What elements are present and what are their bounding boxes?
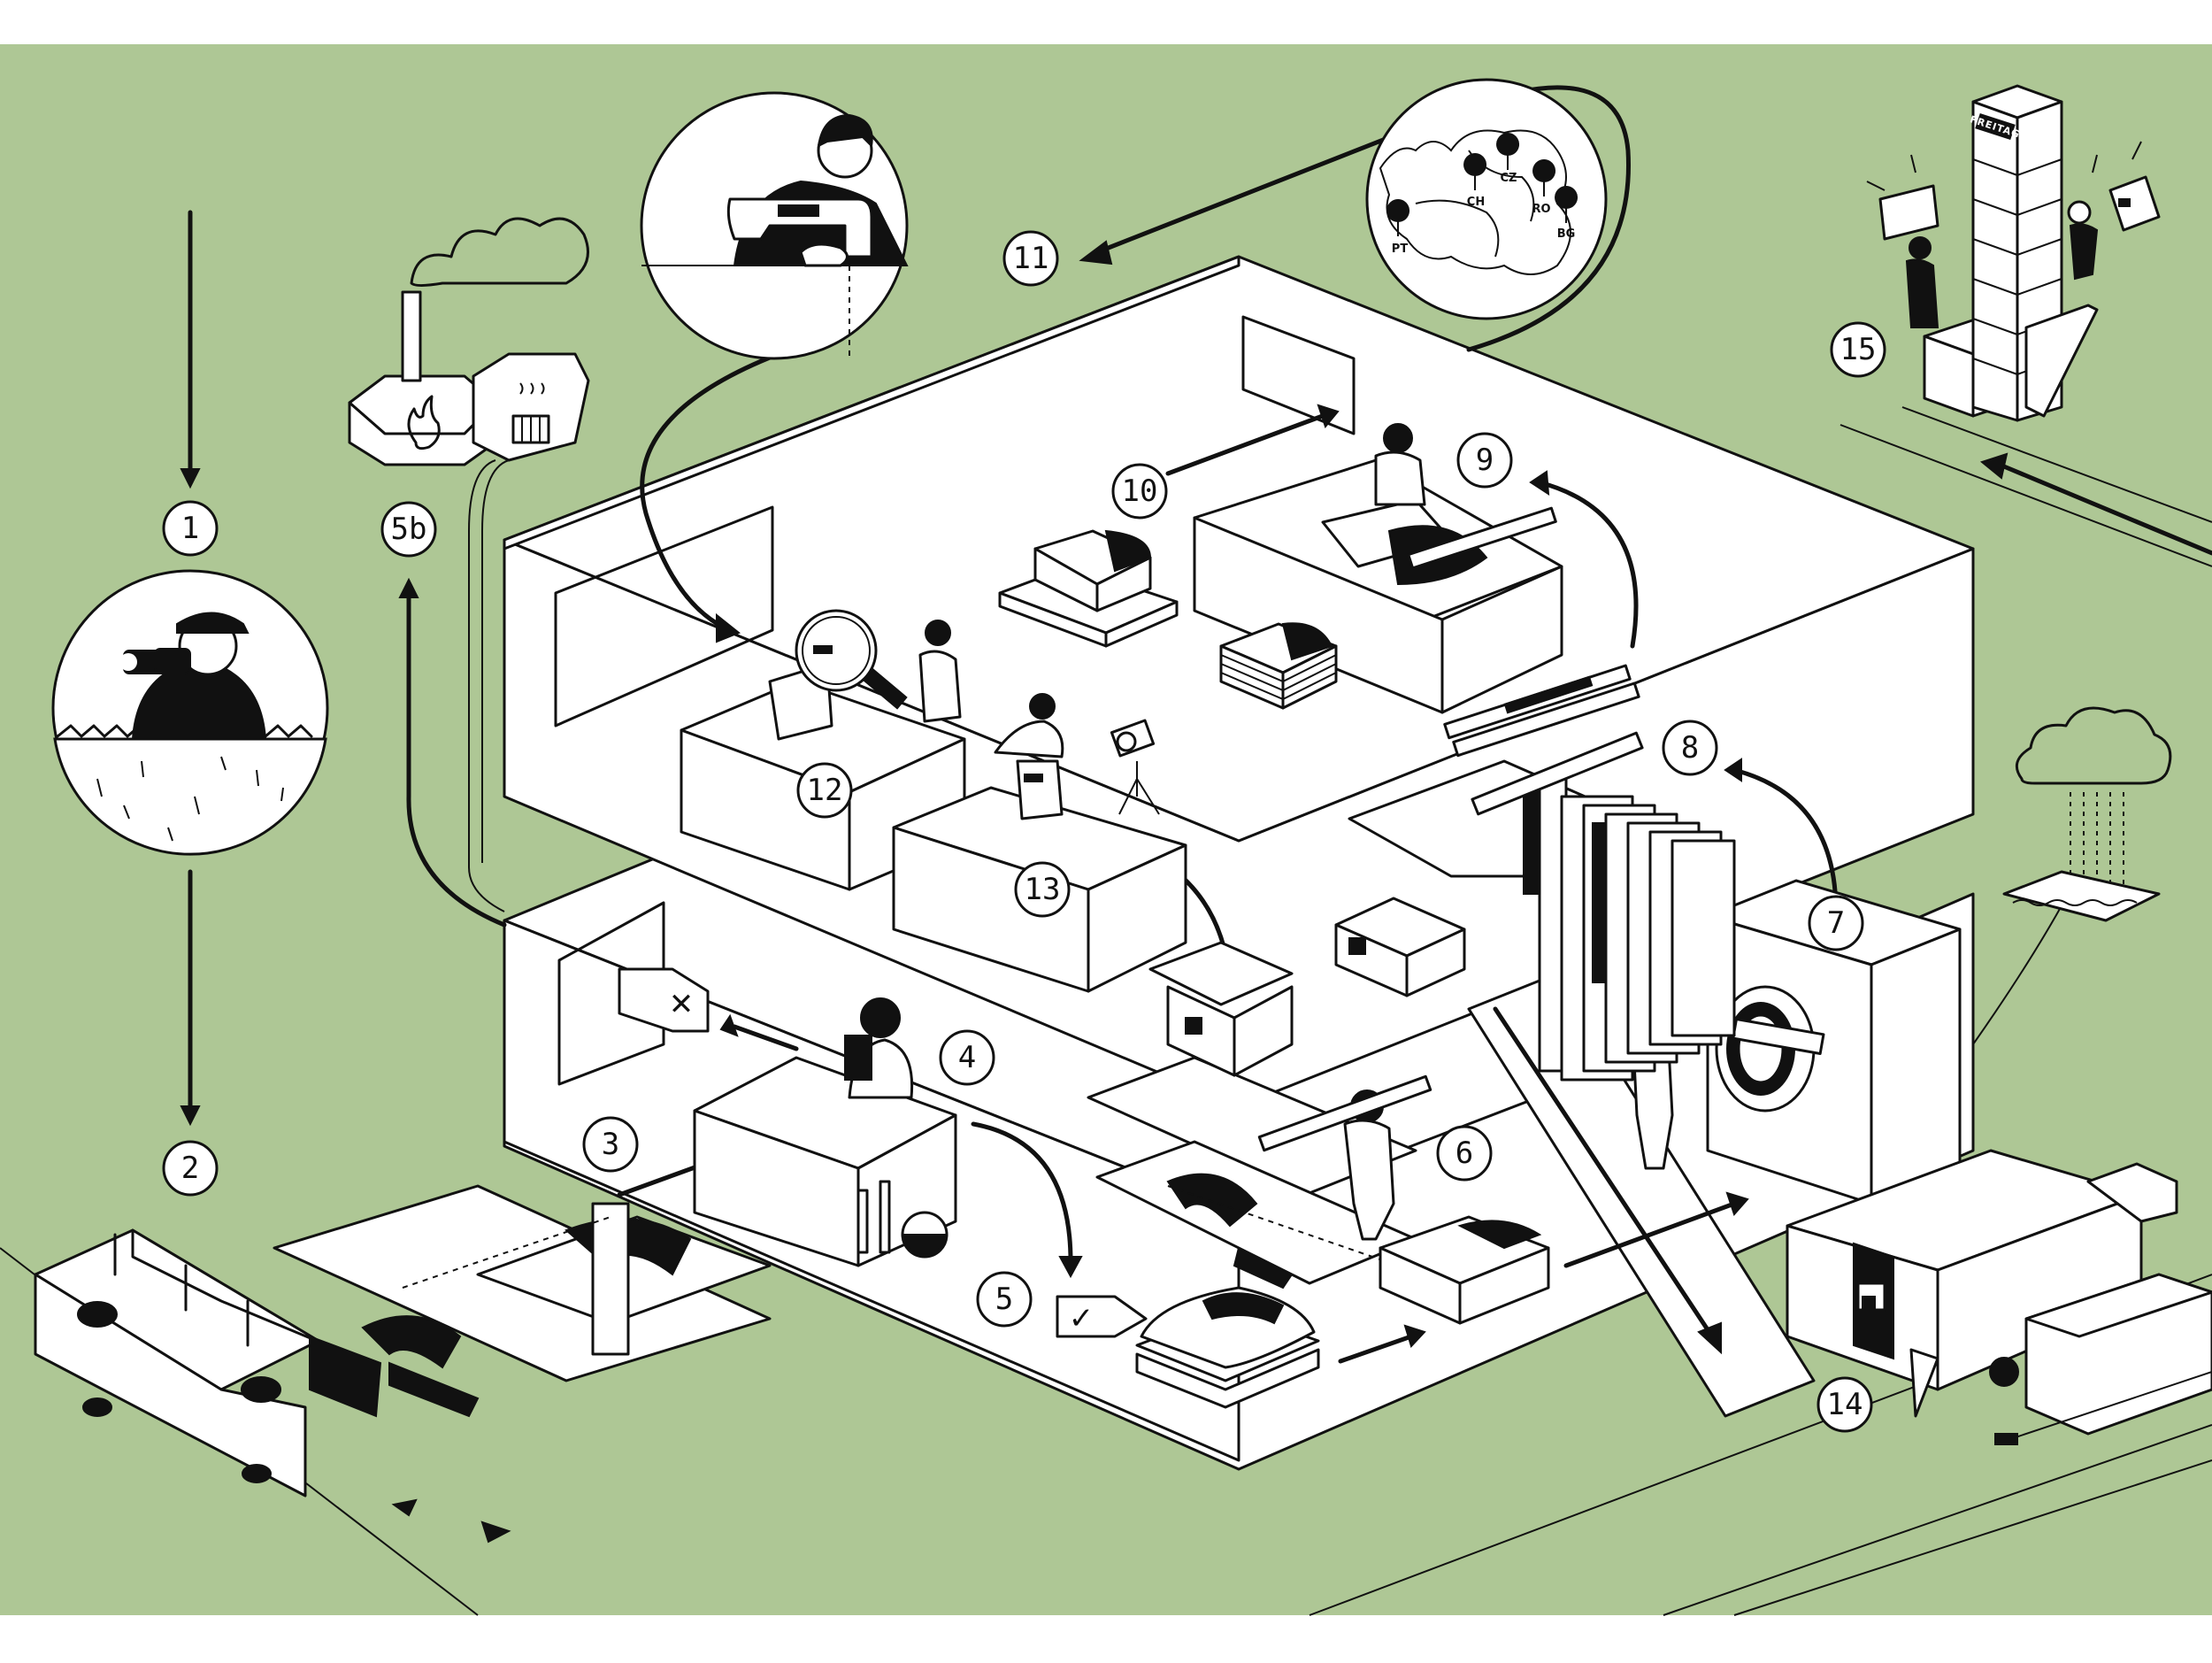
step-12-label: 12 <box>796 762 853 819</box>
tarp-pallet-5 <box>1135 1286 1320 1409</box>
sewing-machine-icon <box>726 197 873 258</box>
step-2-label: 2 <box>162 1140 219 1197</box>
step-5b-label: 5b <box>380 501 437 558</box>
upper-window-left <box>554 505 774 728</box>
tarp-truck <box>34 1228 511 1544</box>
check-station-12 <box>680 609 966 891</box>
europe-map: CZ CH RO BG PT <box>1365 78 1608 320</box>
step-15-label: 15 <box>1830 321 1886 378</box>
svg-text:1: 1 <box>181 511 199 546</box>
binoculars-icon <box>119 648 191 674</box>
reject-mark: ✕ <box>669 987 695 1022</box>
cutting-table-6 <box>1087 1056 1550 1325</box>
step-14-label: 14 <box>1816 1376 1873 1433</box>
svg-text:9: 9 <box>1476 443 1494 478</box>
inspection-station <box>693 997 957 1267</box>
map-pin-icon <box>1386 133 1578 237</box>
step-11-label: 11 <box>1002 230 1059 287</box>
step-4-label: 4 <box>939 1029 995 1086</box>
tarp-sheet <box>273 1184 772 1382</box>
approve-tag: ✓ <box>1056 1295 1148 1338</box>
map-label-cz: CZ <box>1501 172 1517 185</box>
svg-text:3: 3 <box>602 1127 619 1162</box>
washing-machine <box>1631 879 1962 1205</box>
svg-text:10: 10 <box>1122 473 1158 509</box>
svg-text:11: 11 <box>1013 241 1049 276</box>
photo-station-13 <box>892 693 1187 993</box>
smoke-cloud-icon <box>410 217 589 287</box>
step-10-label: 10 <box>1111 463 1168 520</box>
step-5-label: 5 <box>976 1271 1033 1328</box>
svg-text:7: 7 <box>1827 905 1845 941</box>
reject-tag: ✕ <box>618 967 710 1033</box>
chute-ramp <box>1467 972 1816 1418</box>
fire-icon <box>407 395 441 450</box>
step-9-label: 9 <box>1456 432 1513 489</box>
map-label-ro: RO <box>1532 203 1550 216</box>
rain-cloud-icon <box>2002 706 2172 922</box>
customer-tower: FREITAG <box>1866 84 2161 422</box>
pallet-10 <box>998 529 1179 648</box>
radiator-icon <box>511 382 550 444</box>
heating-plant <box>348 217 590 466</box>
step-8-label: 8 <box>1662 720 1718 776</box>
ground-window-left <box>557 901 665 1086</box>
svg-text:14: 14 <box>1827 1387 1863 1422</box>
svg-text:12: 12 <box>807 773 843 808</box>
step-labels: 1 2 3 4 5 5b 6 7 <box>162 230 1886 1433</box>
shipping-boxes <box>1148 897 1466 1077</box>
step-6-label: 6 <box>1436 1125 1493 1182</box>
step-13-label: 13 <box>1014 861 1071 918</box>
drying-rack <box>1348 731 1736 1082</box>
washing-machine-icon <box>1715 985 1825 1113</box>
svg-text:5b: 5b <box>391 512 427 547</box>
step-3-label: 3 <box>582 1116 639 1173</box>
svg-text:6: 6 <box>1455 1136 1473 1171</box>
magnifier-icon <box>795 609 908 710</box>
svg-text:4: 4 <box>958 1040 976 1075</box>
camera-icon <box>1110 719 1160 815</box>
truck-icon <box>1786 1149 2212 1445</box>
cutting-station-9 <box>1193 423 1640 758</box>
svg-text:8: 8 <box>1681 730 1699 766</box>
map-label-bg: BG <box>1557 227 1576 241</box>
svg-text:13: 13 <box>1025 872 1061 907</box>
upper-wall-back <box>503 255 1240 550</box>
step-7-label: 7 <box>1808 895 1864 951</box>
svg-text:5: 5 <box>995 1282 1013 1317</box>
upper-window-back <box>1241 315 1356 435</box>
sewing-vignette <box>640 91 909 360</box>
approve-mark: ✓ <box>1069 1301 1094 1336</box>
map-label-ch: CH <box>1467 196 1485 209</box>
svg-text:15: 15 <box>1840 332 1877 367</box>
step-1-label: 1 <box>162 500 219 557</box>
scout-vignette <box>51 569 329 856</box>
map-label-pt: PT <box>1392 243 1409 256</box>
svg-text:2: 2 <box>181 1151 199 1186</box>
